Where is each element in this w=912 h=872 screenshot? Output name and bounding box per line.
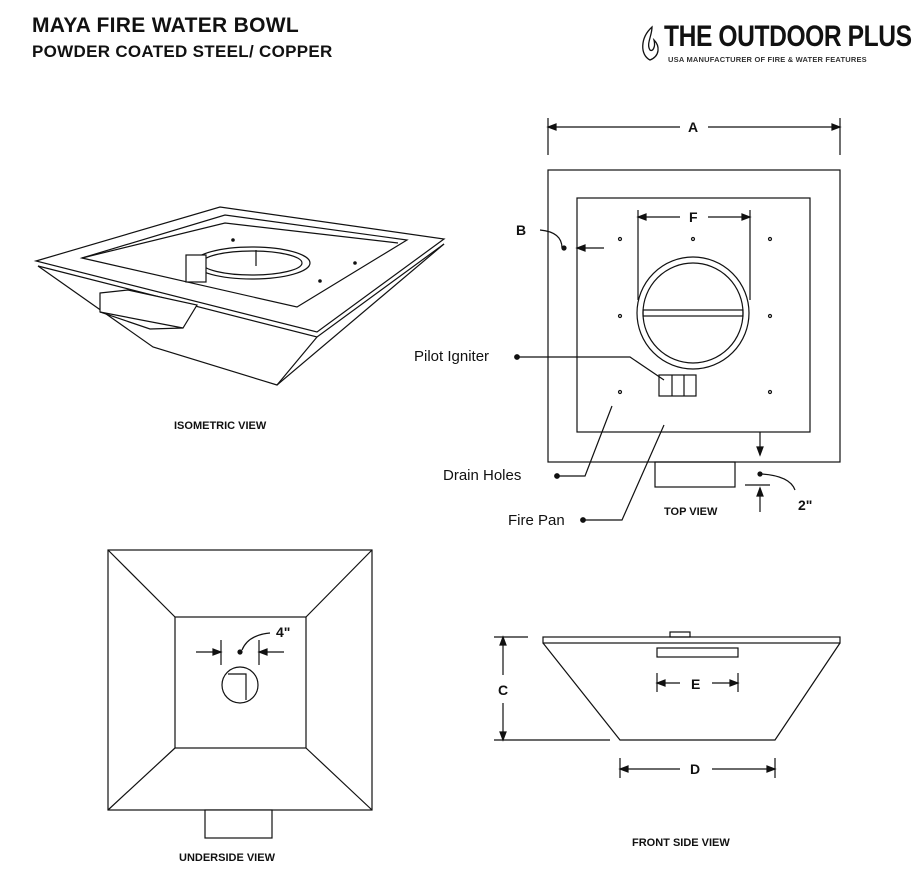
drain-holes-label: Drain Holes <box>443 467 522 484</box>
front-view-drawing <box>494 631 841 778</box>
page-title: MAYA FIRE WATER BOWL <box>32 14 299 37</box>
dim-b: B <box>516 222 527 238</box>
brand-tagline: USA MANUFACTURER OF FIRE & WATER FEATURE… <box>668 55 867 64</box>
top-view-drawing <box>514 118 842 523</box>
isometric-view-drawing <box>33 206 446 386</box>
dim-d: D <box>690 761 701 777</box>
underside-caption: UNDERSIDE VIEW <box>179 852 275 864</box>
fire-pan-label: Fire Pan <box>508 512 565 529</box>
dim-c: C <box>498 682 509 698</box>
dim-4in: 4" <box>276 624 291 640</box>
brand-logo: THE OUTDOOR PLUS <box>664 20 912 53</box>
top-caption: TOP VIEW <box>664 506 718 518</box>
dim-2in: 2" <box>798 497 813 513</box>
underside-view-drawing <box>107 549 373 839</box>
front-caption: FRONT SIDE VIEW <box>632 837 730 849</box>
dim-a: A <box>688 119 699 135</box>
page-subtitle: POWDER COATED STEEL/ COPPER <box>32 42 333 61</box>
flame-logo-icon <box>642 25 659 61</box>
dim-e: E <box>691 676 701 692</box>
dim-f: F <box>689 209 698 225</box>
pilot-igniter-label: Pilot Igniter <box>414 348 490 365</box>
isometric-caption: ISOMETRIC VIEW <box>174 420 267 432</box>
